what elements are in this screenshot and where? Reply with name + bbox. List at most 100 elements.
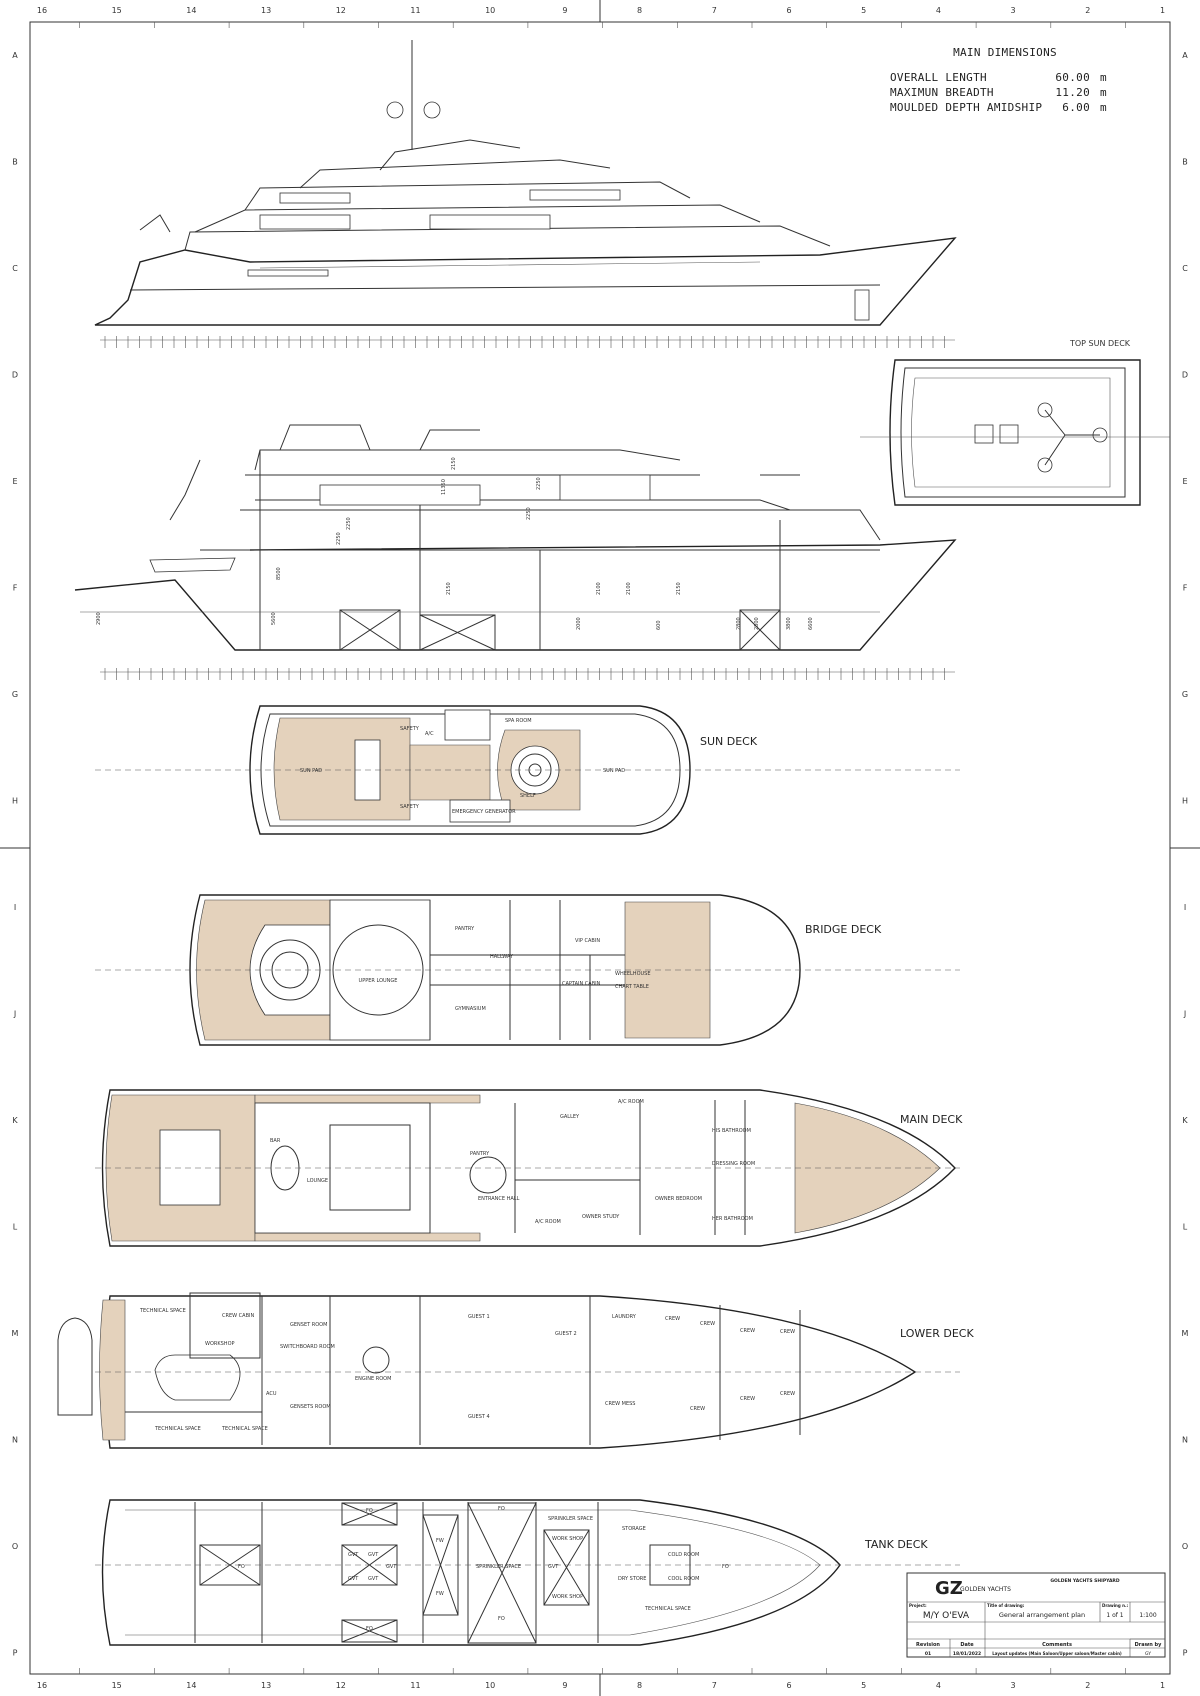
- grid-row-label: O: [1182, 1542, 1188, 1551]
- grid-row-label: C: [12, 264, 18, 273]
- grid-column-label: 12: [336, 1681, 346, 1690]
- dimension-unit: m: [1100, 101, 1107, 114]
- dimension-label: 6600: [808, 617, 814, 630]
- grid-column-label: 7: [712, 6, 717, 15]
- grid-row-label: N: [1182, 1436, 1188, 1445]
- grid-row-label: L: [13, 1223, 18, 1232]
- room-label: BAR: [270, 1138, 281, 1144]
- room-label: GUEST 1: [468, 1314, 490, 1320]
- room-label: LAUNDRY: [612, 1314, 637, 1320]
- grid-row-label: J: [1183, 1010, 1186, 1019]
- room-label: CREW MESS: [605, 1401, 635, 1407]
- dimension-label: 2250: [536, 477, 542, 490]
- room-label: SHELF: [520, 793, 536, 799]
- room-label: FO: [722, 1564, 729, 1570]
- room-label: DRESSING ROOM: [712, 1161, 755, 1167]
- dimension-label: MOULDED DEPTH AMIDSHIP: [890, 101, 1042, 114]
- grid-column-label: 7: [712, 1681, 717, 1690]
- grid-column-label: 14: [186, 1681, 196, 1690]
- room-label: TECHNICAL SPACE: [154, 1426, 201, 1432]
- grid-row-label: I: [1184, 903, 1186, 912]
- grid-column-label: 9: [562, 6, 567, 15]
- grid-column-label: 10: [485, 6, 495, 15]
- grid-column-label: 8: [637, 1681, 642, 1690]
- drawing-frame: [29, 21, 1171, 1675]
- room-label: SPRINKLER SPACE: [548, 1516, 593, 1522]
- dimension-label: OVERALL LENGTH: [890, 71, 987, 84]
- room-label: FO: [498, 1506, 505, 1512]
- golden-yachts-logo: GZ GOLDEN YACHTS: [935, 1578, 1011, 1599]
- grid-row-label: M: [12, 1329, 19, 1338]
- room-label: SPA ROOM: [505, 718, 532, 724]
- grid-row-label: D: [12, 371, 18, 380]
- yacht-profile-view: [94, 40, 957, 326]
- grid-row-label: D: [1182, 371, 1188, 380]
- main-dimensions-title: MAIN DIMENSIONS: [953, 46, 1057, 59]
- room-label: COOL ROOM: [668, 1576, 699, 1582]
- room-label: COLD ROOM: [668, 1552, 699, 1558]
- room-label: GENSETS ROOM: [290, 1404, 331, 1410]
- room-label: CREW: [780, 1329, 795, 1335]
- room-label: CREW: [780, 1391, 795, 1397]
- grid-row-label: K: [12, 1116, 18, 1125]
- header-revision: Revision: [916, 1642, 940, 1648]
- drawing-no-label: Drawing n.:: [1102, 1603, 1129, 1608]
- grid-row-label: G: [1182, 690, 1188, 699]
- room-label: GUEST 2: [555, 1331, 577, 1337]
- grid-row-label: B: [1182, 158, 1188, 167]
- company-name: GOLDEN YACHTS: [960, 1586, 1011, 1593]
- grid-row-label: G: [12, 690, 18, 699]
- comments-value: Layout updates (Main Saloon/Upper saloon…: [992, 1651, 1122, 1656]
- grid-row-label: J: [13, 1010, 16, 1019]
- grid-row-label: H: [1182, 797, 1188, 806]
- room-label: WORK SHOP: [552, 1536, 583, 1542]
- grid-reference-labels: 1616151514141313121211111010998877665544…: [12, 6, 1189, 1690]
- bridge-deck-plan: UPPER LOUNGE HALLWAY PANTRY GYMNASIUM VI…: [95, 894, 960, 1046]
- grid-row-label: B: [12, 158, 18, 167]
- room-label: SWITCHBOARD ROOM: [280, 1344, 335, 1350]
- room-label: OWNER STUDY: [582, 1214, 620, 1220]
- grid-column-label: 9: [562, 1681, 567, 1690]
- dimension-value: 60.00: [1055, 71, 1090, 84]
- room-label: GVT: [348, 1552, 359, 1558]
- header-comments: Comments: [1042, 1642, 1072, 1648]
- dimension-label: 11350: [441, 479, 447, 495]
- grid-row-label: A: [12, 51, 18, 60]
- grid-column-label: 11: [410, 6, 420, 15]
- header-drawn-by: Drawn by: [1135, 1642, 1162, 1648]
- frame-station-ruler: [100, 668, 955, 680]
- grid-column-label: 10: [485, 1681, 495, 1690]
- grid-row-label: I: [14, 903, 16, 912]
- grid-column-label: 8: [637, 6, 642, 15]
- room-label: A/C ROOM: [535, 1219, 561, 1225]
- room-label: SPRINKLER SPACE: [476, 1564, 521, 1570]
- room-label: A/C ROOM: [618, 1099, 644, 1105]
- main-deck-plan: BAR LOUNGE PANTRY GALLEY A/C ROOM ENTRAN…: [95, 1089, 963, 1247]
- dimension-unit: m: [1100, 86, 1107, 99]
- room-label: FO: [366, 1626, 373, 1632]
- grid-column-label: 1: [1160, 6, 1165, 15]
- room-label: HALLWAY: [490, 954, 514, 960]
- room-label: FO: [366, 1508, 373, 1514]
- grid-row-label: H: [12, 797, 18, 806]
- room-label: GVT: [368, 1552, 379, 1558]
- room-label: SUN PAD: [300, 768, 322, 774]
- room-label: LOUNGE: [307, 1178, 328, 1184]
- tank-deck-plan: FO FO FO GVT GVT GVT GVT GVT FW FW FO FO…: [95, 1499, 960, 1646]
- grid-row-label: C: [1182, 264, 1188, 273]
- room-label: GUEST 4: [468, 1414, 490, 1420]
- room-label: ACU: [266, 1391, 277, 1397]
- grid-column-label: 6: [786, 6, 791, 15]
- grid-column-label: 15: [112, 1681, 122, 1690]
- dimension-label: 2000: [576, 617, 582, 630]
- room-label: CREW: [700, 1321, 715, 1327]
- room-label: GVT: [386, 1564, 397, 1570]
- room-label: TECHNICAL SPACE: [139, 1308, 186, 1314]
- room-label: DRY STORE: [618, 1576, 646, 1582]
- title-label: Title of drawing:: [987, 1603, 1025, 1608]
- dimension-label: 2250: [336, 532, 342, 545]
- room-label: ENGINE ROOM: [355, 1376, 391, 1382]
- dimension-label: 2100: [626, 582, 632, 595]
